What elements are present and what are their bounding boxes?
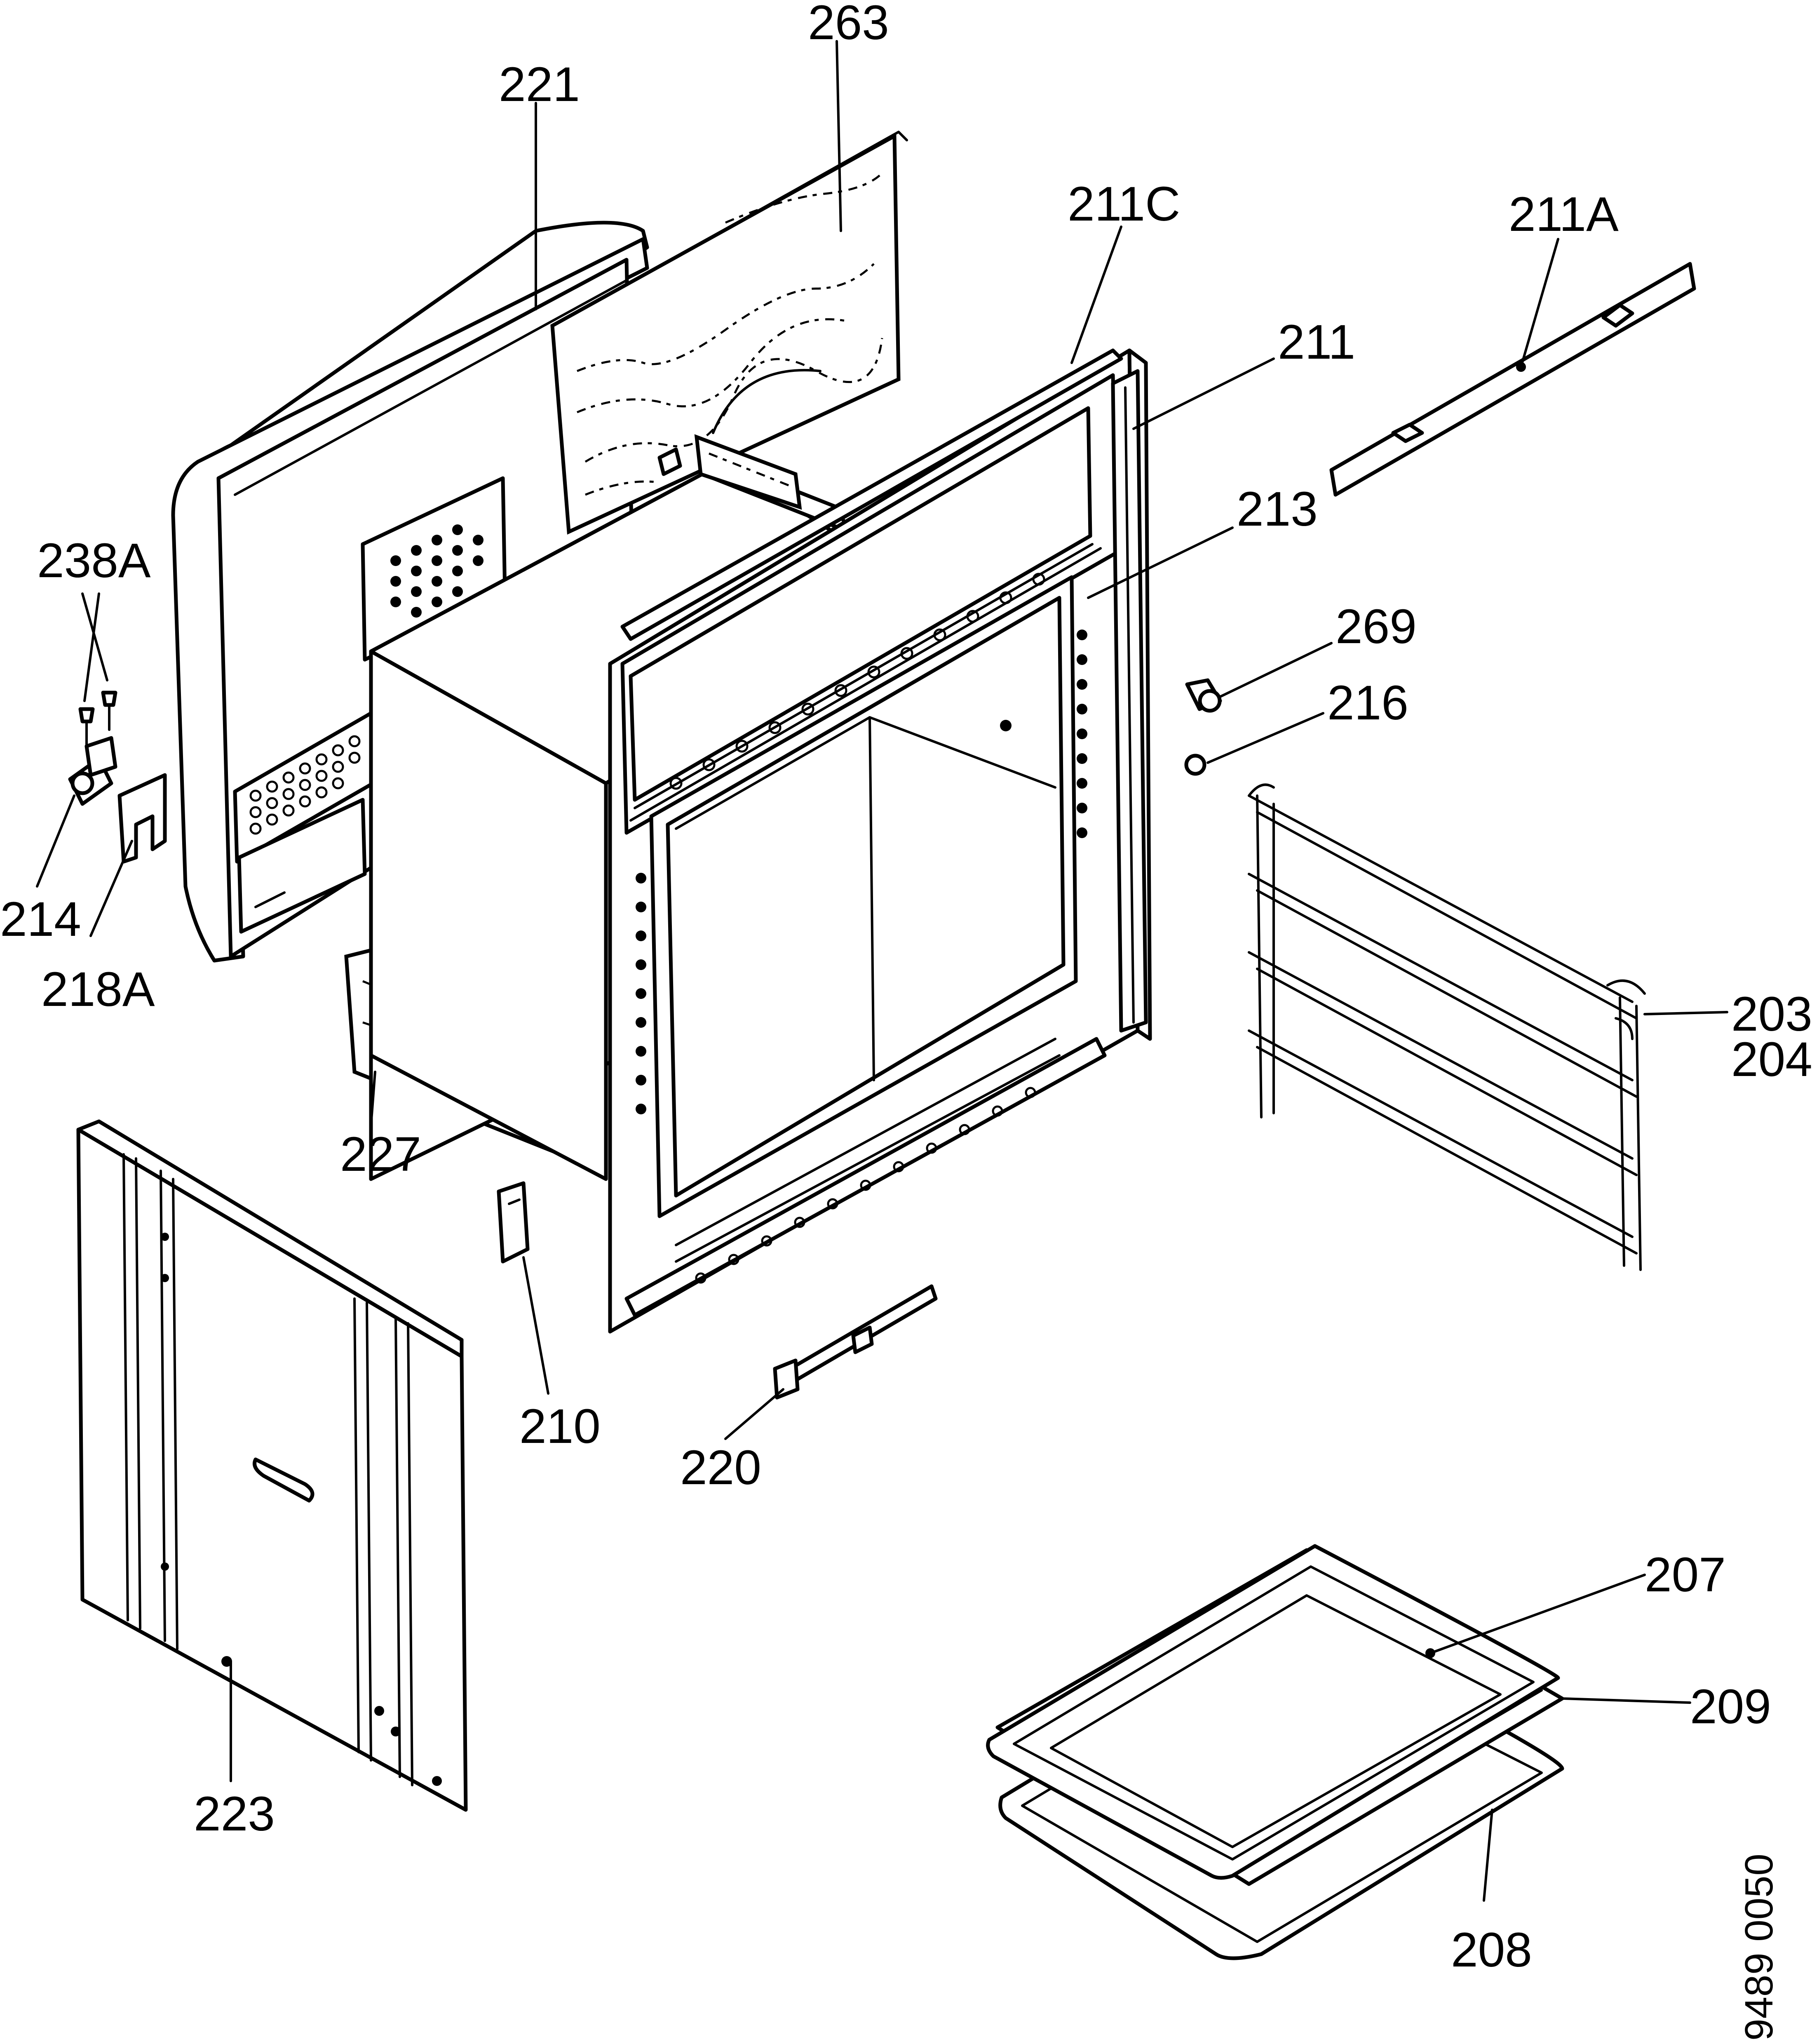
part-218A-bracket: [117, 773, 167, 864]
frame-holes-top: [669, 573, 1045, 790]
part-203-204-shelf-rack: [1248, 783, 1646, 1271]
frame-holes-right: [1077, 630, 1087, 838]
part-238A-screws: [78, 691, 117, 747]
label-216: 216: [1327, 676, 1408, 730]
upper-vent-holes: [390, 524, 484, 618]
label-211A: 211A: [1509, 187, 1619, 242]
label-223: 223: [194, 1787, 275, 1841]
drawing-reference: 9489 0050: [1737, 1854, 1781, 2041]
leader-lines: [36, 40, 1728, 1902]
label-263: 263: [808, 0, 889, 50]
label-220: 220: [680, 1440, 761, 1495]
label-269: 269: [1336, 599, 1417, 654]
part-211C-top-strip: [620, 348, 1123, 641]
label-203: 203: [1731, 987, 1812, 1041]
frame-holes-left: [636, 873, 646, 1114]
part-210-bracket: [497, 1181, 530, 1264]
label-204: 204: [1731, 1032, 1812, 1087]
part-216-screw: [1184, 754, 1206, 776]
part-263-top-insulation: [550, 131, 908, 535]
frame-holes-bottom: [695, 1087, 1036, 1284]
part-211-side-strip: [1111, 369, 1148, 1033]
label-211: 211: [1278, 315, 1355, 369]
label-213: 213: [1237, 482, 1318, 536]
part-214-hinge: [68, 736, 117, 806]
label-238A: 238A: [37, 533, 151, 588]
part-269-screw: [1185, 678, 1222, 713]
label-207: 207: [1645, 1548, 1726, 1602]
label-218A: 218A: [41, 962, 155, 1017]
label-208: 208: [1451, 1923, 1532, 1977]
part-211-front-frame: [608, 348, 1152, 1334]
part-220-rail: [773, 1284, 938, 1400]
lower-vent-holes: [249, 735, 361, 835]
label-227: 227: [340, 1127, 421, 1182]
part-211A-rail: [1329, 262, 1696, 497]
label-210: 210: [519, 1399, 601, 1454]
label-211C: 211C: [1068, 177, 1180, 231]
label-214: 214: [0, 892, 81, 947]
label-209: 209: [1690, 1680, 1771, 1734]
part-207-upper-tray: [986, 1544, 1560, 1880]
part-223-side-panel: [76, 1119, 468, 1812]
label-221: 221: [499, 57, 580, 112]
